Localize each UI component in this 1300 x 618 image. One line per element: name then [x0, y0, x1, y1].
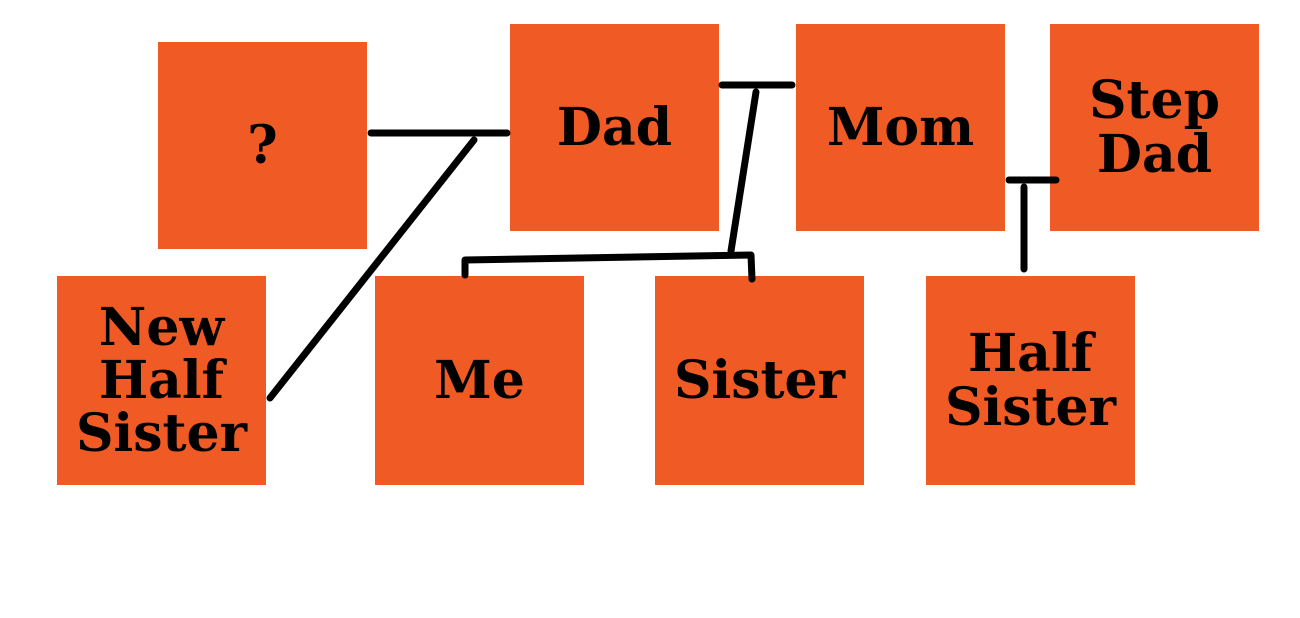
node-half-sister: Half Sister [926, 276, 1135, 485]
node-mom-label: Mom [826, 96, 975, 158]
node-me-label: Me [434, 349, 525, 411]
node-unknown-parent-label: ? [247, 114, 278, 176]
node-half-sister-label: Half Sister [944, 323, 1117, 438]
node-sister: Sister [655, 276, 864, 485]
node-new-half-sister: New Half Sister [57, 276, 266, 485]
node-unknown-parent: ? [158, 42, 367, 249]
node-step-dad-label: Step Dad [1088, 70, 1220, 185]
node-me: Me [375, 276, 584, 485]
node-step-dad: Step Dad [1050, 24, 1259, 231]
node-sister-label: Sister [673, 349, 846, 411]
node-new-half-sister-label: New Half Sister [75, 296, 248, 465]
node-mom: Mom [796, 24, 1005, 231]
descent-line-dad-mom [727, 88, 760, 255]
node-dad-label: Dad [556, 96, 673, 158]
node-dad: Dad [510, 24, 719, 231]
